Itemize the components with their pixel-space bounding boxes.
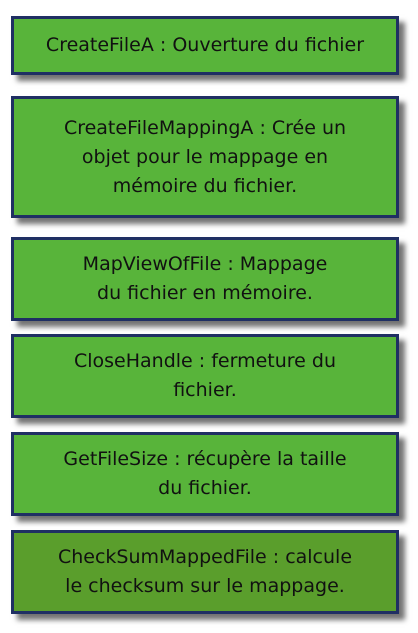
step-label-checksummappedfile: CheckSumMappedFile : calcule le checksum…	[57, 546, 353, 597]
step-label-getfilesize: GetFileSize : récupère la taille du fich…	[63, 448, 347, 499]
step-box-closehandle: CloseHandle : fermeture du fichier.	[11, 334, 399, 418]
step-box-mapviewoffile: MapViewOfFile : Mappage du fichier en mé…	[11, 237, 399, 321]
step-box-checksummappedfile: CheckSumMappedFile : calcule le checksum…	[11, 530, 399, 614]
step-label-closehandle: CloseHandle : fermeture du fichier.	[73, 350, 336, 401]
step-box-createfilemappinga: CreateFileMappingA : Crée un objet pour …	[11, 96, 399, 218]
step-box-getfilesize: GetFileSize : récupère la taille du fich…	[11, 432, 399, 516]
step-box-createfilea: CreateFileA : Ouverture du fichier	[11, 16, 399, 75]
step-label-createfilea: CreateFileA : Ouverture du fichier	[45, 34, 365, 56]
step-label-createfilemappinga: CreateFileMappingA : Crée un objet pour …	[63, 116, 347, 197]
step-label-mapviewoffile: MapViewOfFile : Mappage du fichier en mé…	[82, 253, 328, 304]
